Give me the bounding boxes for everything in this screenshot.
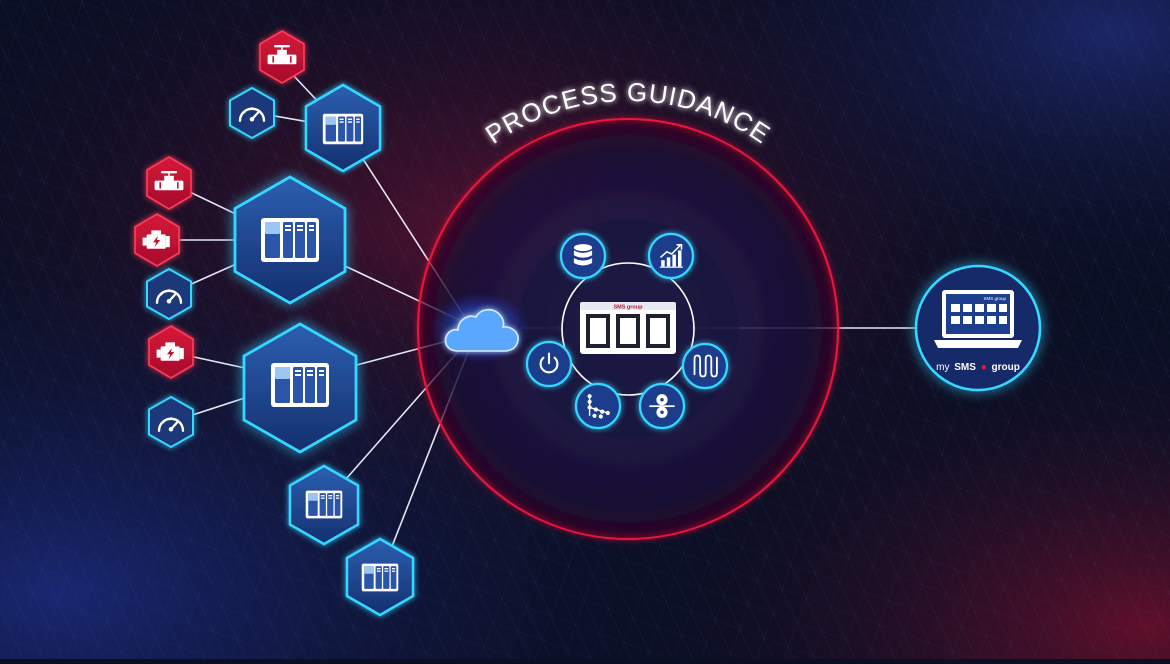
laptop-label: my SMS ● group (936, 362, 1020, 373)
satellite-power (525, 340, 573, 388)
sensor-node (134, 213, 180, 267)
server-rack-icon (305, 490, 343, 519)
device-node (304, 83, 382, 173)
laptop-icon: SMS group (934, 290, 1022, 348)
satellite-process-tree (574, 382, 622, 430)
laptop-node: SMS group my SMS ● group (914, 264, 1042, 392)
inner-ring (561, 262, 695, 396)
server-rack-icon (271, 363, 329, 407)
sensor-node (148, 395, 194, 449)
satellite-rollers (638, 382, 686, 430)
center-panel-brand: SMS group (613, 305, 643, 311)
device-node (345, 537, 415, 617)
device-node (242, 322, 358, 454)
sensor-node (146, 156, 192, 210)
sensor-node (259, 30, 305, 84)
satellite-database (559, 232, 607, 280)
satellite-coil (681, 342, 729, 390)
server-rack-icon (361, 563, 399, 592)
satellite-chart (647, 232, 695, 280)
device-node (233, 175, 347, 305)
laptop-screen-brand: SMS group (983, 296, 1006, 301)
device-node (288, 464, 360, 546)
server-rack-icon (322, 113, 364, 145)
sensor-node (148, 325, 194, 379)
cloud-node (430, 292, 530, 364)
database-icon (573, 244, 593, 266)
sensor-node (146, 267, 192, 321)
center-panel: SMS group (580, 302, 676, 354)
server-rack-icon (261, 218, 319, 262)
sensor-node (229, 86, 275, 140)
